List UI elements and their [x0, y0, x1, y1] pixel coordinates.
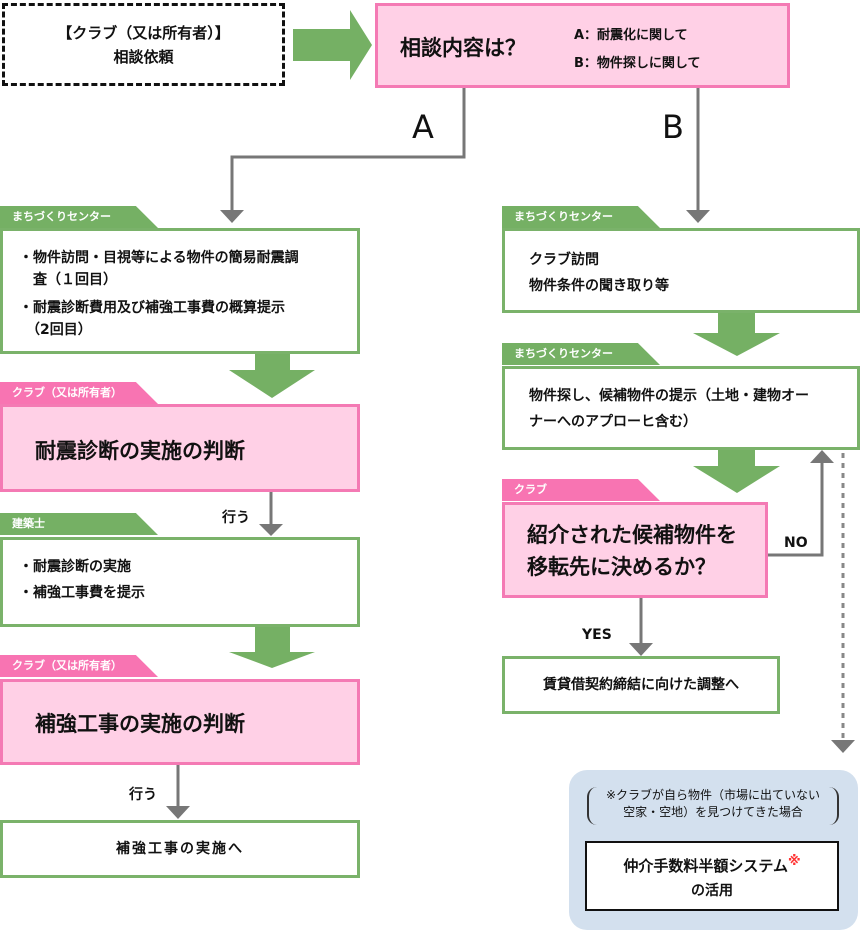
note-system-name: 仲介手数料半額システム	[623, 857, 788, 875]
left-box3-item: ・耐震診断の実施	[19, 559, 131, 575]
right-box3-tag: クラブ	[502, 479, 660, 501]
left-box1-tag: まちづくりセンター	[0, 206, 158, 228]
right-box1: クラブ訪問 物件条件の聞き取り等	[502, 228, 860, 313]
question-title: 相談内容は？	[400, 36, 526, 60]
go-label-1: 行う	[222, 510, 250, 526]
go-label-2: 行う	[129, 787, 157, 803]
left-box3: ・耐震診断の実施 ・補強工事費を提示	[0, 537, 360, 627]
connector-no-arrowhead	[810, 450, 834, 463]
start-box: 【クラブ（又は所有者）】 相談依頼	[2, 3, 285, 86]
start-line2: 相談依頼	[113, 48, 174, 66]
left-box2: 耐震診断の実施の判断	[0, 404, 360, 492]
left-box2-text: 耐震診断の実施の判断	[35, 439, 245, 463]
right-box2-item: 物件探し、候補物件の提示（土地・建物オー	[529, 388, 809, 404]
connector-a	[230, 86, 466, 210]
dotted-connector-arrowhead	[831, 740, 855, 753]
right-box3: 紹介された候補物件を 移転先に決めるか？	[502, 502, 768, 598]
left-box5-text: 補強工事の実施へ	[116, 841, 244, 857]
question-option-a: A：耐震化に関して	[574, 28, 688, 43]
right-box2-tag: まちづくりセンター	[502, 343, 660, 365]
right-box3-line: 移転先に決めるか？	[527, 555, 716, 579]
right-box4: 賃貸借契約締結に向けた調整へ	[502, 656, 780, 714]
branch-label-b: B	[662, 108, 684, 146]
left-box3-item: ・補強工事費を提示	[19, 585, 145, 601]
flow-arrow-right-1	[693, 311, 780, 356]
note-condition: ※クラブが自ら物件（市場に出ていない 空家・空地）を見つけてきた場合	[587, 787, 839, 825]
right-box1-tag: まちづくりセンター	[502, 206, 660, 228]
note-mark: ※	[787, 854, 801, 869]
right-box2-item: ナーへのアプローヒ含む）	[529, 414, 697, 430]
connector-go-1-arrowhead	[259, 524, 283, 536]
right-box1-item: 物件条件の聞き取り等	[529, 278, 669, 294]
flow-arrow-right-2	[693, 448, 780, 493]
left-box1-item: （2回目）	[19, 322, 92, 338]
left-box1-item: ・物件訪問・目視等による物件の簡易耐震調	[19, 250, 299, 266]
left-box4-text: 補強工事の実施の判断	[35, 712, 245, 736]
left-box2-tag: クラブ（又は所有者）	[0, 382, 158, 404]
branch-label-a: A	[412, 108, 434, 146]
start-line1: 【クラブ（又は所有者）】	[57, 24, 230, 42]
left-box1-item: ・耐震診断費用及び補強工事費の概算提示	[19, 300, 285, 316]
left-box1-item: 査（１回目）	[19, 272, 117, 288]
right-box1-item: クラブ訪問	[529, 252, 599, 268]
right-box3-line: 紹介された候補物件を	[527, 523, 737, 547]
right-box4-text: 賃貸借契約締結に向けた調整へ	[543, 677, 739, 693]
connector-yes-arrowhead	[629, 643, 653, 656]
left-box3-tag: 建築士	[0, 513, 158, 535]
no-label: NO	[784, 535, 808, 551]
left-box1: ・物件訪問・目視等による物件の簡易耐震調 査（１回目） ・耐震診断費用及び補強工…	[0, 228, 360, 354]
flow-arrow-left-1	[229, 352, 315, 398]
flow-arrow-left-2	[229, 625, 315, 668]
left-box4-tag: クラブ（又は所有者）	[0, 655, 158, 677]
note-system-box: 仲介手数料半額システム※ の活用	[585, 841, 839, 911]
note-panel: ※クラブが自ら物件（市場に出ていない 空家・空地）を見つけてきた場合 仲介手数料…	[569, 770, 858, 930]
connector-b-arrowhead	[686, 210, 710, 223]
note-system-suffix: の活用	[691, 883, 733, 899]
left-box5: 補強工事の実施へ	[0, 820, 360, 878]
yes-label: YES	[582, 627, 612, 643]
note-condition-line: 空家・空地）を見つけてきた場合	[623, 805, 803, 819]
question-option-b: B：物件探しに関して	[574, 56, 701, 71]
connector-a-arrowhead	[220, 210, 244, 223]
connector-go-2-arrowhead	[166, 806, 190, 819]
right-box2: 物件探し、候補物件の提示（土地・建物オー ナーへのアプローヒ含む）	[502, 366, 860, 450]
question-box: 相談内容は？ A：耐震化に関して B：物件探しに関して	[375, 3, 790, 88]
connector-no	[768, 462, 824, 557]
flow-arrow-start	[293, 10, 372, 80]
note-condition-line: ※クラブが自ら物件（市場に出ていない	[605, 788, 821, 802]
left-box4: 補強工事の実施の判断	[0, 679, 360, 765]
